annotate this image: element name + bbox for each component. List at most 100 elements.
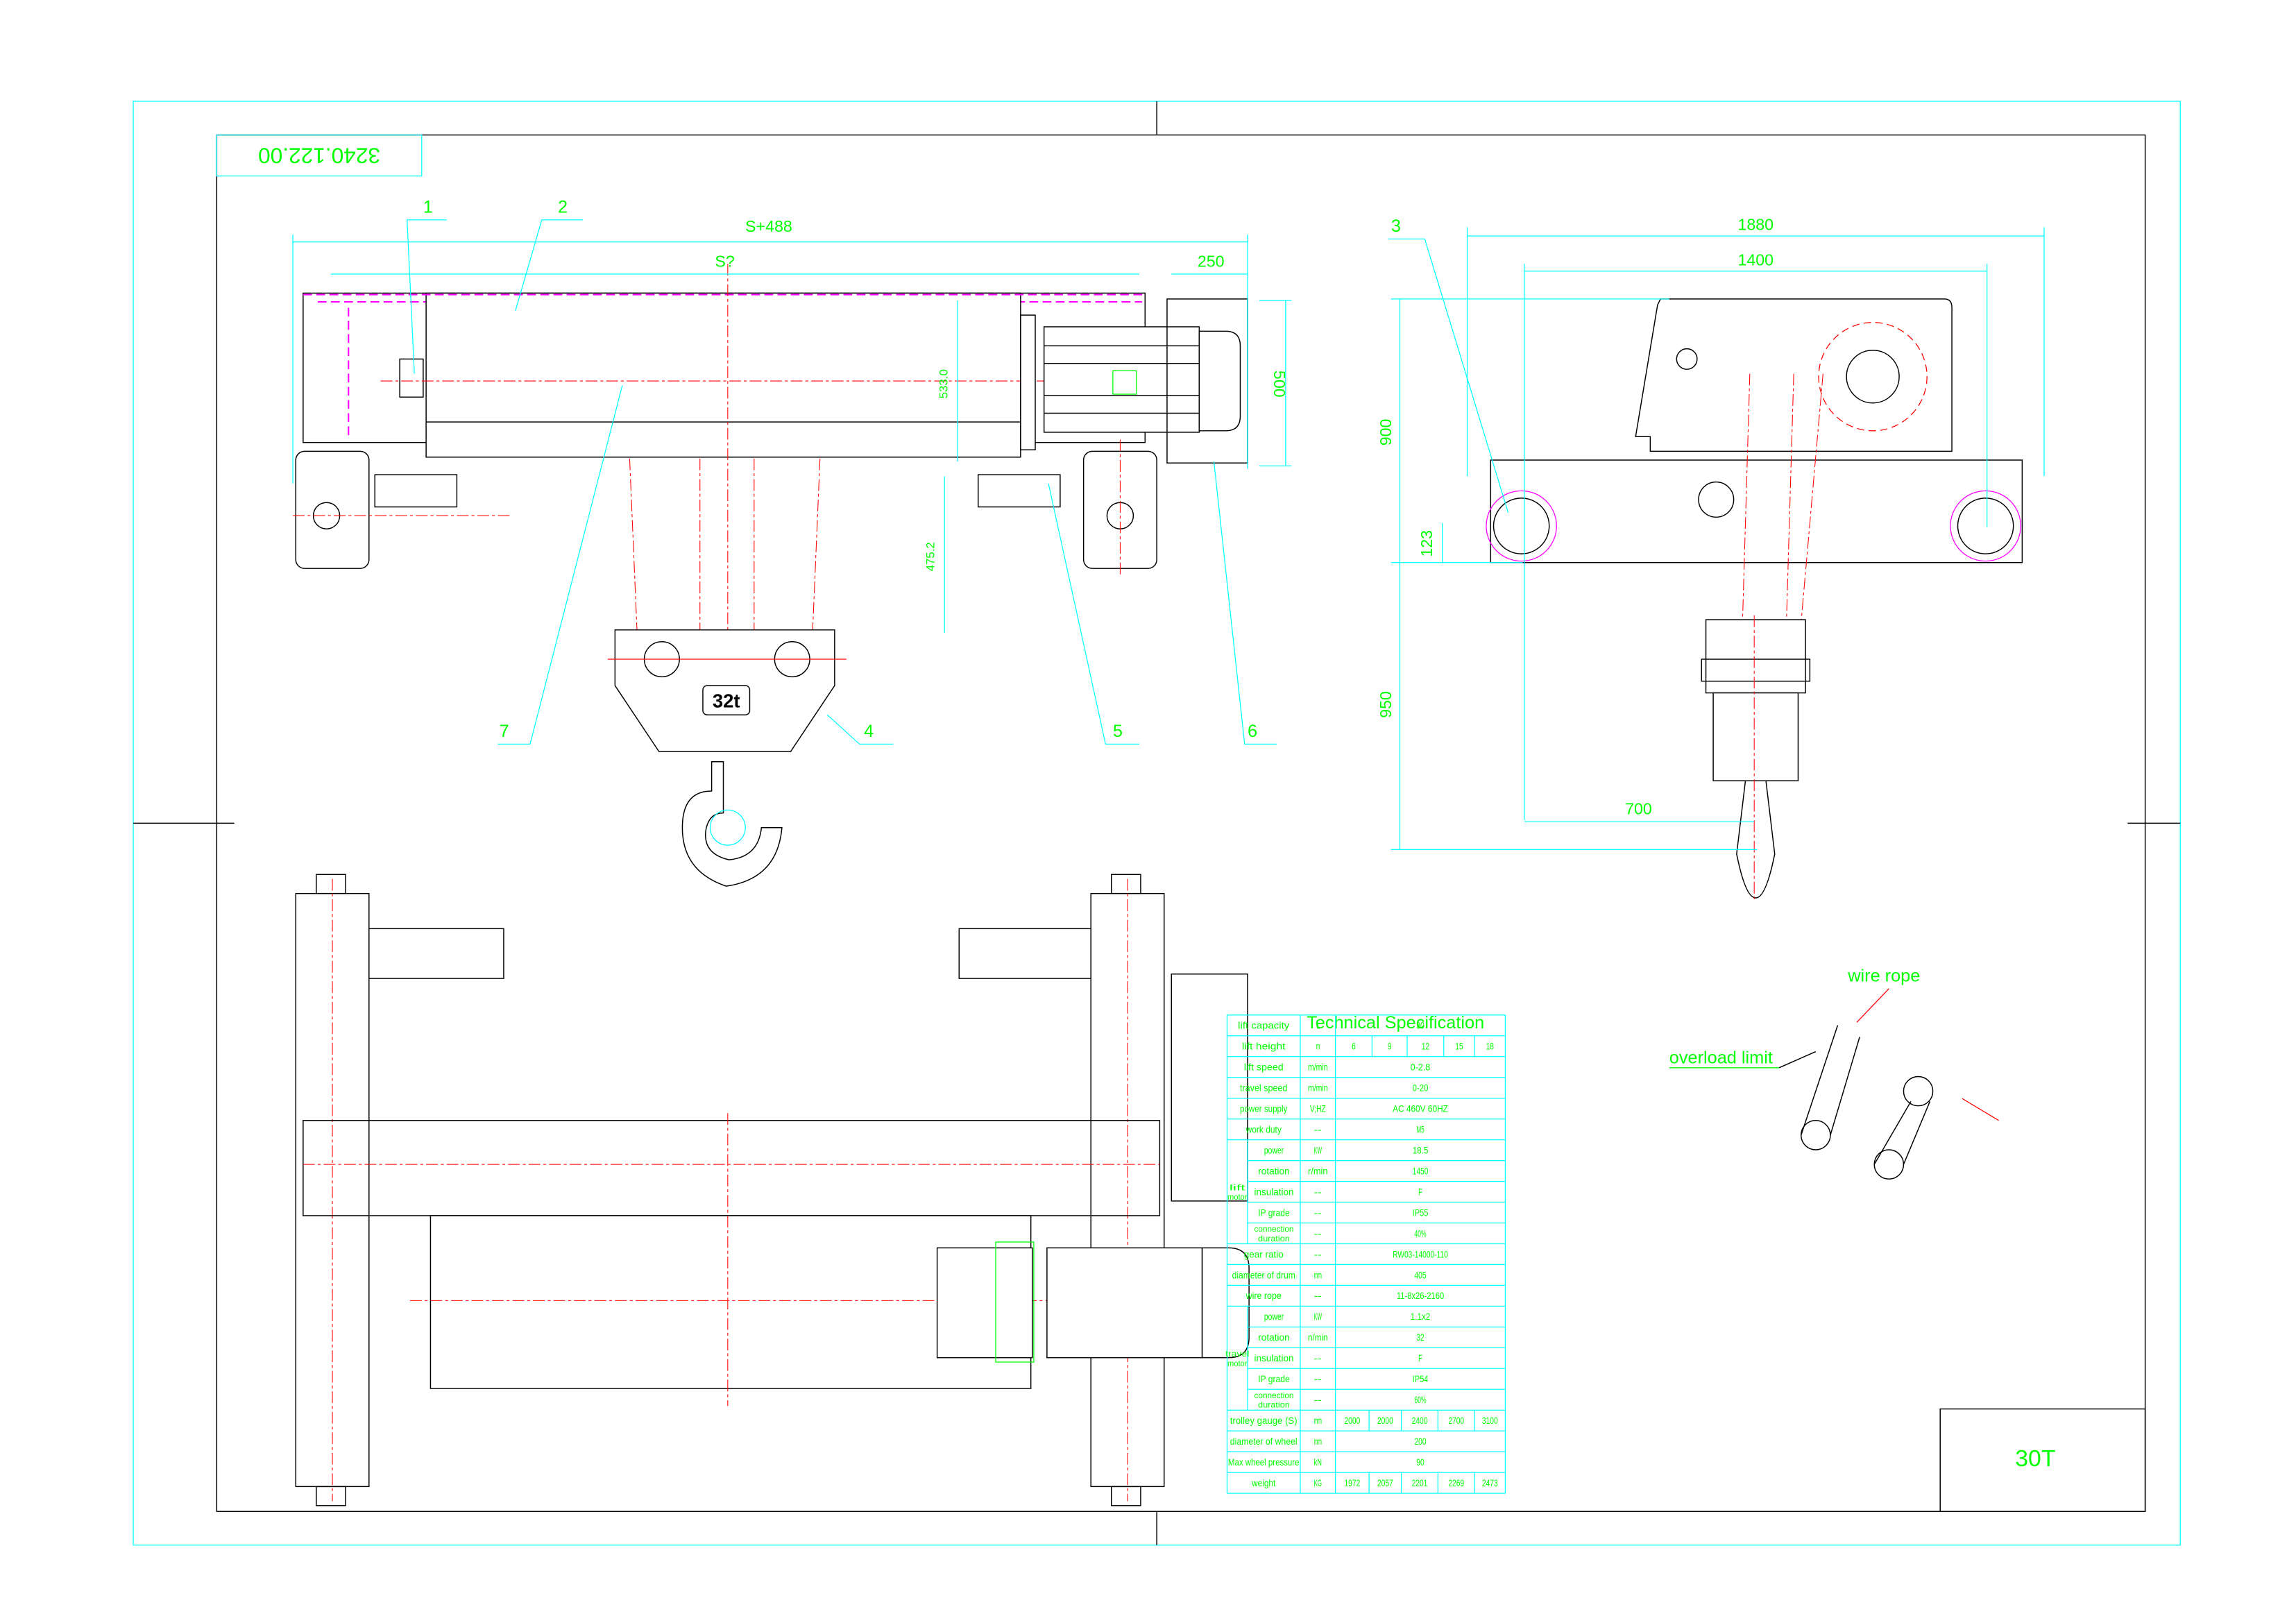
drawing-number: 3240.122.00 — [258, 144, 380, 169]
spec-row-value: M5 — [1416, 1125, 1425, 1135]
spec-row-value: 2201 — [1412, 1478, 1428, 1488]
spec-row-label: lift capacity — [1238, 1021, 1289, 1031]
spec-row-label: diameter of drum — [1232, 1270, 1295, 1280]
spec-row-unit: KG — [1314, 1478, 1322, 1488]
spec-row-label: lift height — [1242, 1042, 1286, 1052]
side-dimensions: 1880 1400 900 123 950 700 — [1377, 216, 2045, 851]
end-carriage-right — [977, 439, 1157, 575]
spec-row-value: 405 — [1414, 1270, 1426, 1280]
spec-group-label: motor — [1227, 1359, 1248, 1368]
gearbox-flange — [1020, 314, 1036, 450]
rope-lines — [629, 458, 821, 630]
spec-row-label: rotation — [1258, 1166, 1290, 1176]
plan-drum — [430, 1215, 1032, 1389]
rating-label: 30T — [2015, 1445, 2055, 1472]
spec-row-label: duration — [1258, 1401, 1290, 1410]
dim-side-overall: 1880 — [1737, 216, 1774, 234]
spec-row-value: 18.5 — [1413, 1145, 1429, 1155]
spec-row-value: 11-8x26-2160 — [1397, 1291, 1445, 1301]
dim-side-height-lower: 950 — [1377, 691, 1395, 718]
spec-row-unit: m/min — [1308, 1083, 1327, 1094]
spec-row-value: 200 — [1414, 1436, 1426, 1447]
spec-row-label: travel speed — [1240, 1083, 1287, 1094]
callout-6: 6 — [1248, 722, 1257, 741]
front-view: 32t S+488 S? 250 500 533.0 475.2 1 — [292, 197, 1292, 887]
spec-row-unit: kN — [1314, 1457, 1322, 1468]
spec-row-value: 18 — [1486, 1042, 1495, 1052]
title-block-number: 3240.122.00 — [216, 134, 423, 177]
spec-row-unit: r/min — [1308, 1166, 1327, 1176]
spec-row-unit: t — [1316, 1021, 1320, 1031]
spec-row-value: 2700 — [1448, 1416, 1464, 1426]
spec-row-unit: -- — [1314, 1249, 1322, 1259]
side-wheel-left — [1486, 490, 1557, 562]
callout-7: 7 — [500, 722, 509, 741]
spec-row-unit: m — [1316, 1042, 1320, 1052]
hook-block: 32t — [607, 629, 847, 752]
spec-row-value: 12 — [1422, 1042, 1429, 1052]
plan-lift-motor — [936, 1241, 1250, 1363]
spec-row-value: 3100 — [1482, 1416, 1498, 1426]
spec-row-value: IP55 — [1413, 1207, 1429, 1218]
dim-drum-height: 533.0 — [937, 369, 950, 398]
dim-side-hook-offset: 700 — [1625, 800, 1652, 818]
dim-front-overall: S+488 — [745, 217, 792, 235]
spec-row-label: insulation — [1254, 1187, 1293, 1197]
front-dimensions: S+488 S? 250 500 533.0 475.2 — [292, 217, 1292, 634]
dim-front-height: 500 — [1270, 371, 1289, 398]
spec-row-unit: KW — [1314, 1311, 1322, 1322]
wire-rope-leader — [1856, 988, 1889, 1023]
spec-group-label: motor — [1227, 1193, 1248, 1202]
spec-row-label: Max wheel pressure — [1228, 1457, 1300, 1468]
spec-row-label: insulation — [1254, 1353, 1293, 1363]
spec-row-label: diameter of wheel — [1230, 1436, 1298, 1447]
overload-limit-leader — [1778, 1051, 1817, 1069]
spec-row-value: 1450 — [1413, 1166, 1429, 1176]
spec-row-label: lift speed — [1244, 1062, 1284, 1073]
limit-switch — [399, 358, 424, 398]
lift-motor — [1043, 326, 1241, 433]
side-frame — [1490, 459, 2023, 563]
spec-row-label: IP grade — [1258, 1207, 1290, 1218]
drum — [425, 292, 1021, 458]
callouts-front: 1 2 7 4 5 6 — [407, 197, 1277, 745]
spec-row-label: power supply — [1240, 1104, 1287, 1114]
spec-row-value: 60% — [1414, 1395, 1426, 1405]
dim-front-span: S? — [715, 252, 734, 270]
spec-row-value: 2000 — [1377, 1416, 1393, 1426]
dim-side-height-upper: 900 — [1377, 419, 1395, 446]
spec-row-unit: -- — [1314, 1374, 1322, 1384]
spec-row-unit: mm — [1314, 1416, 1322, 1426]
spec-row-unit: -- — [1314, 1353, 1322, 1363]
end-carriage-left — [293, 450, 513, 569]
spec-row-value: 90 — [1416, 1457, 1425, 1468]
plan-view — [295, 874, 1250, 1506]
spec-row-unit: -- — [1314, 1125, 1322, 1135]
spec-row-label: rotation — [1258, 1332, 1290, 1343]
dim-front-offset: 250 — [1198, 252, 1225, 270]
spec-row-unit: mm — [1314, 1270, 1322, 1280]
spec-row-label: connection — [1254, 1225, 1293, 1234]
spec-table-border — [1226, 1014, 1506, 1494]
spec-row-value: 6 — [1352, 1042, 1356, 1052]
dim-hook-drop: 475.2 — [924, 542, 937, 571]
spec-row-value: 1972 — [1344, 1478, 1360, 1488]
spec-row-label: IP grade — [1258, 1374, 1290, 1384]
spec-row-unit: -- — [1314, 1228, 1322, 1239]
spec-group-label: lift — [1230, 1183, 1246, 1192]
callout-1: 1 — [423, 197, 433, 216]
spec-row-value: 0-20 — [1413, 1083, 1429, 1094]
spec-row-unit: KW — [1314, 1145, 1322, 1155]
spec-group-label: travel — [1225, 1350, 1249, 1359]
spec-row-value: 0-2.8 — [1411, 1062, 1431, 1073]
wire-rope-label: wire rope — [1847, 966, 1920, 985]
spec-row-value: AC 460V 60HZ — [1393, 1104, 1448, 1114]
rating-block: 30T — [1939, 1408, 2146, 1512]
spec-row-label: work duty — [1245, 1125, 1282, 1135]
spec-row-value: F — [1418, 1187, 1422, 1197]
side-hook-block — [1701, 615, 1811, 901]
plan-beam — [303, 1120, 1161, 1216]
spec-row-label: gear ratio — [1244, 1249, 1284, 1259]
